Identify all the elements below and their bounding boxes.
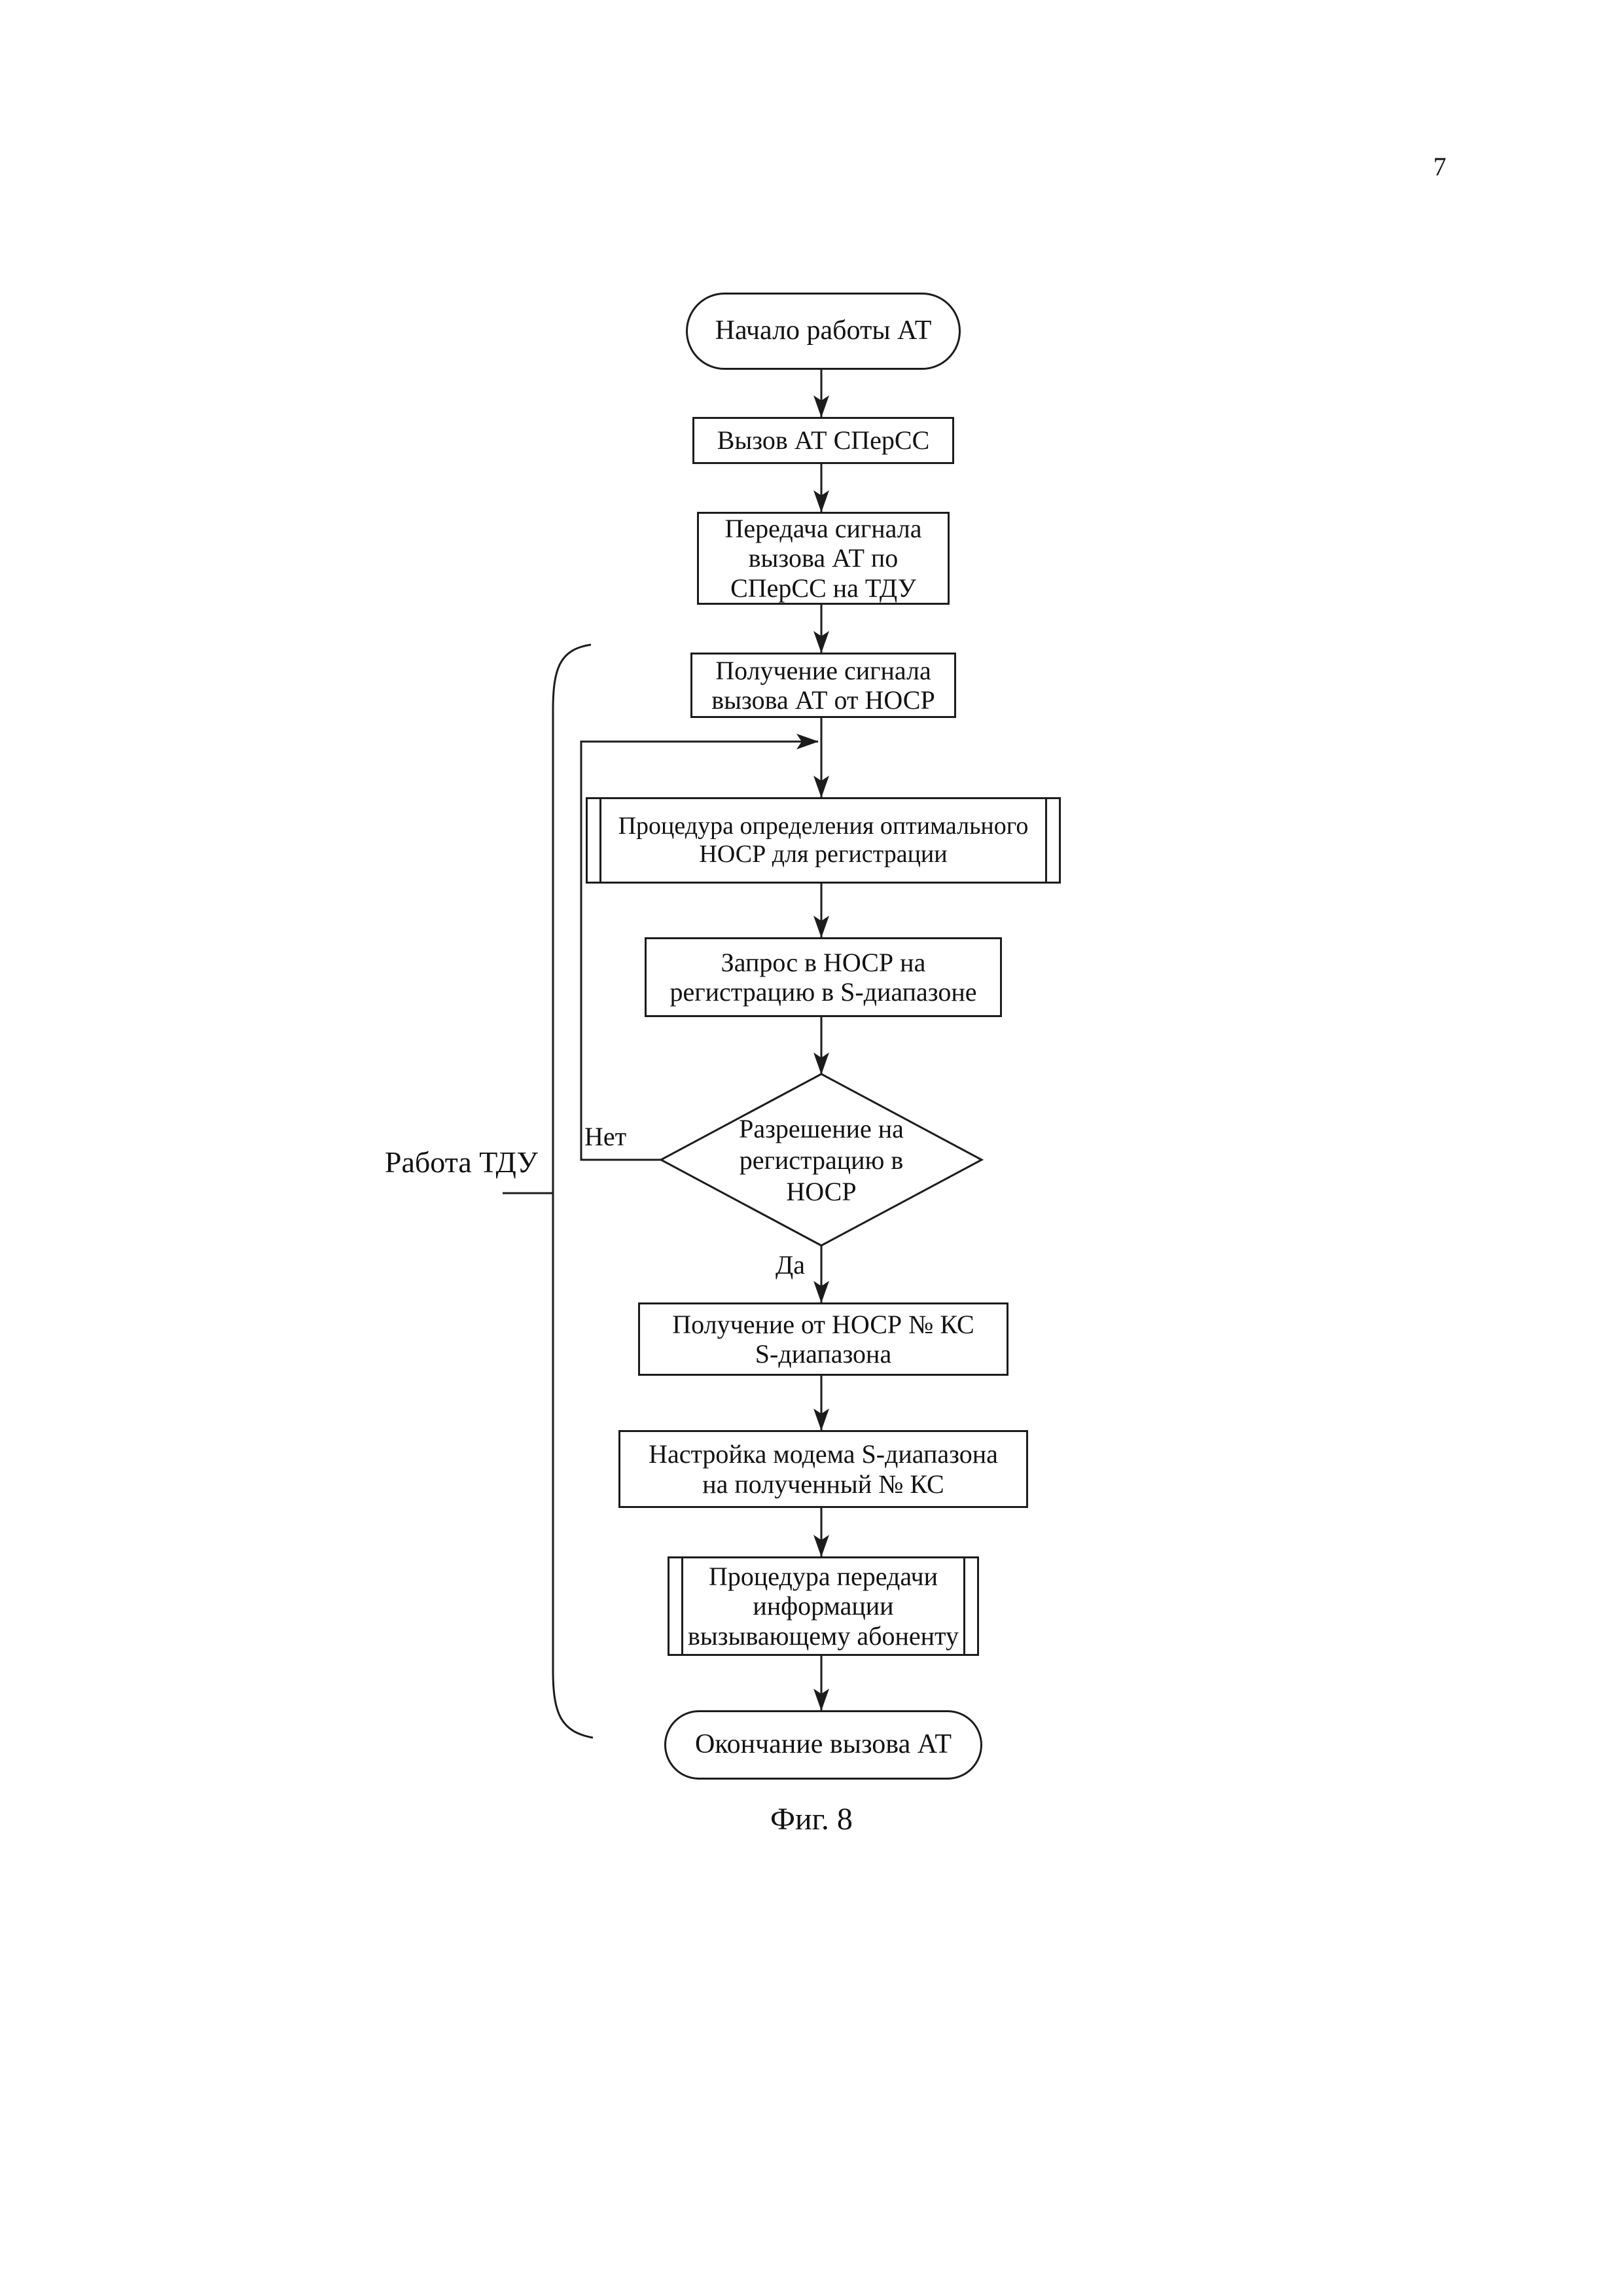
node-procedure-transfer-info-label: Процедура передачи информации вызывающем… xyxy=(688,1562,959,1651)
node-tune-modem-label: Настройка модема S-диапазона на полученн… xyxy=(649,1439,998,1499)
tdu-bracket-label: Работа ТДУ xyxy=(384,1145,538,1179)
node-call-at-spers: Вызов АТ СПерСС xyxy=(692,417,954,464)
node-receive-signal: Получение сигнала вызова АТ от НОСР xyxy=(690,653,956,718)
node-start-label: Начало работы АТ xyxy=(715,315,932,346)
node-decision-permission-label: Разрешение на регистрацию в НОСР xyxy=(739,1114,904,1206)
page-number: 7 xyxy=(1433,152,1446,181)
decision-shape xyxy=(658,1073,984,1247)
node-request-registration-label: Запрос в НОСР на регистрацию в S-диапазо… xyxy=(669,947,977,1007)
node-end-label: Окончание вызова АТ xyxy=(694,1729,952,1760)
figure-caption: Фиг. 8 xyxy=(770,1802,853,1837)
no-branch-label: Нет xyxy=(584,1122,627,1151)
node-procedure-optimal-nosr-label: Процедура определения оптимального НОСР … xyxy=(618,812,1029,868)
node-end-terminator: Окончание вызова АТ xyxy=(664,1710,982,1780)
node-request-registration: Запрос в НОСР на регистрацию в S-диапазо… xyxy=(645,937,1002,1017)
node-procedure-transfer-info: Процедура передачи информации вызывающем… xyxy=(668,1556,979,1656)
node-start-terminator: Начало работы АТ xyxy=(686,293,961,370)
node-tune-modem: Настройка модема S-диапазона на полученн… xyxy=(618,1430,1028,1508)
yes-branch-label: Да xyxy=(775,1250,805,1280)
tdu-bracket xyxy=(552,643,594,1739)
node-transmit-signal-label: Передача сигнала вызова АТ по СПерСС на … xyxy=(724,514,922,603)
node-decision-permission: Разрешение на регистрацию в НОСР xyxy=(704,1111,939,1210)
node-procedure-optimal-nosr: Процедура определения оптимального НОСР … xyxy=(586,797,1061,884)
node-receive-signal-label: Получение сигнала вызова АТ от НОСР xyxy=(711,655,935,715)
no-branch-connector xyxy=(580,734,819,1161)
node-get-channel-number: Получение от НОСР № КС S-диапазона xyxy=(638,1302,1008,1376)
node-transmit-signal: Передача сигнала вызова АТ по СПерСС на … xyxy=(697,512,950,605)
node-call-at-spers-label: Вызов АТ СПерСС xyxy=(717,425,930,456)
node-get-channel-number-label: Получение от НОСР № КС S-диапазона xyxy=(672,1309,974,1369)
